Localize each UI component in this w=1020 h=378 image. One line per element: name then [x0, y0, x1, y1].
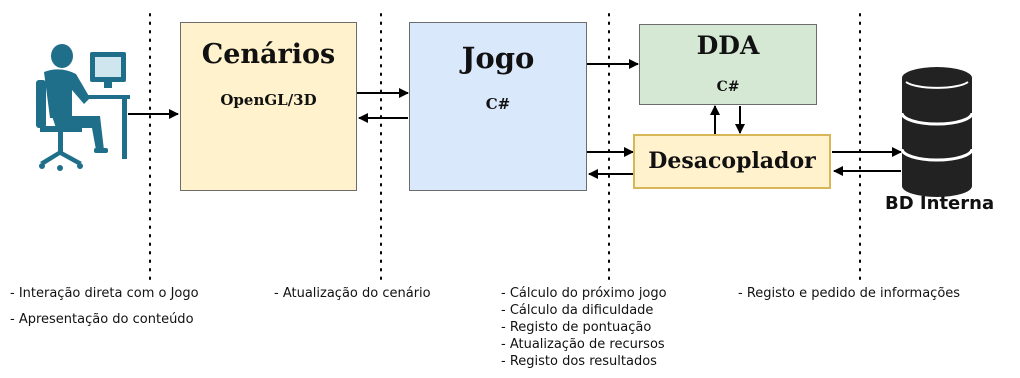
user-computer-icon: [36, 44, 130, 171]
cenarios-box: Cenários OpenGL/3D: [180, 22, 357, 191]
notes-scenario: - Atualização do cenário: [274, 285, 431, 302]
note-line: - Registo de pontuação: [501, 320, 652, 335]
dda-box: DDA C#: [639, 24, 817, 105]
jogo-title: Jogo: [461, 41, 535, 75]
notes-database: - Registo e pedido de informações: [738, 285, 960, 302]
database-label: BD Interna: [885, 193, 995, 214]
dda-title: DDA: [696, 31, 760, 60]
dda-subtitle: C#: [716, 79, 740, 95]
note-line: - Registo dos resultados: [501, 354, 657, 369]
note-line: - Registo e pedido de informações: [738, 286, 961, 301]
note-line: - Atualização do cenário: [274, 286, 431, 301]
jogo-box: Jogo C#: [409, 22, 587, 191]
cenarios-title: Cenários: [201, 39, 336, 70]
separator-lines: [149, 13, 861, 283]
desacoplador-title: Desacoplador: [648, 148, 816, 174]
note-line: - Cálculo da dificuldade: [501, 303, 654, 318]
cenarios-subtitle: OpenGL/3D: [220, 91, 317, 109]
note-line: - Interação direta com o Jogo: [10, 286, 199, 301]
note-line: - Cálculo do próximo jogo: [501, 286, 667, 301]
database-icon: [900, 67, 974, 197]
notes-interaction: - Interação direta com o Jogo - Apresent…: [10, 285, 199, 328]
notes-dda: - Cálculo do próximo jogo - Cálculo da d…: [501, 285, 667, 370]
jogo-subtitle: C#: [485, 95, 511, 113]
desacoplador-box: Desacoplador: [633, 134, 831, 189]
note-line: - Apresentação do conteúdo: [10, 312, 194, 327]
note-line: - Atualização de recursos: [501, 337, 665, 352]
